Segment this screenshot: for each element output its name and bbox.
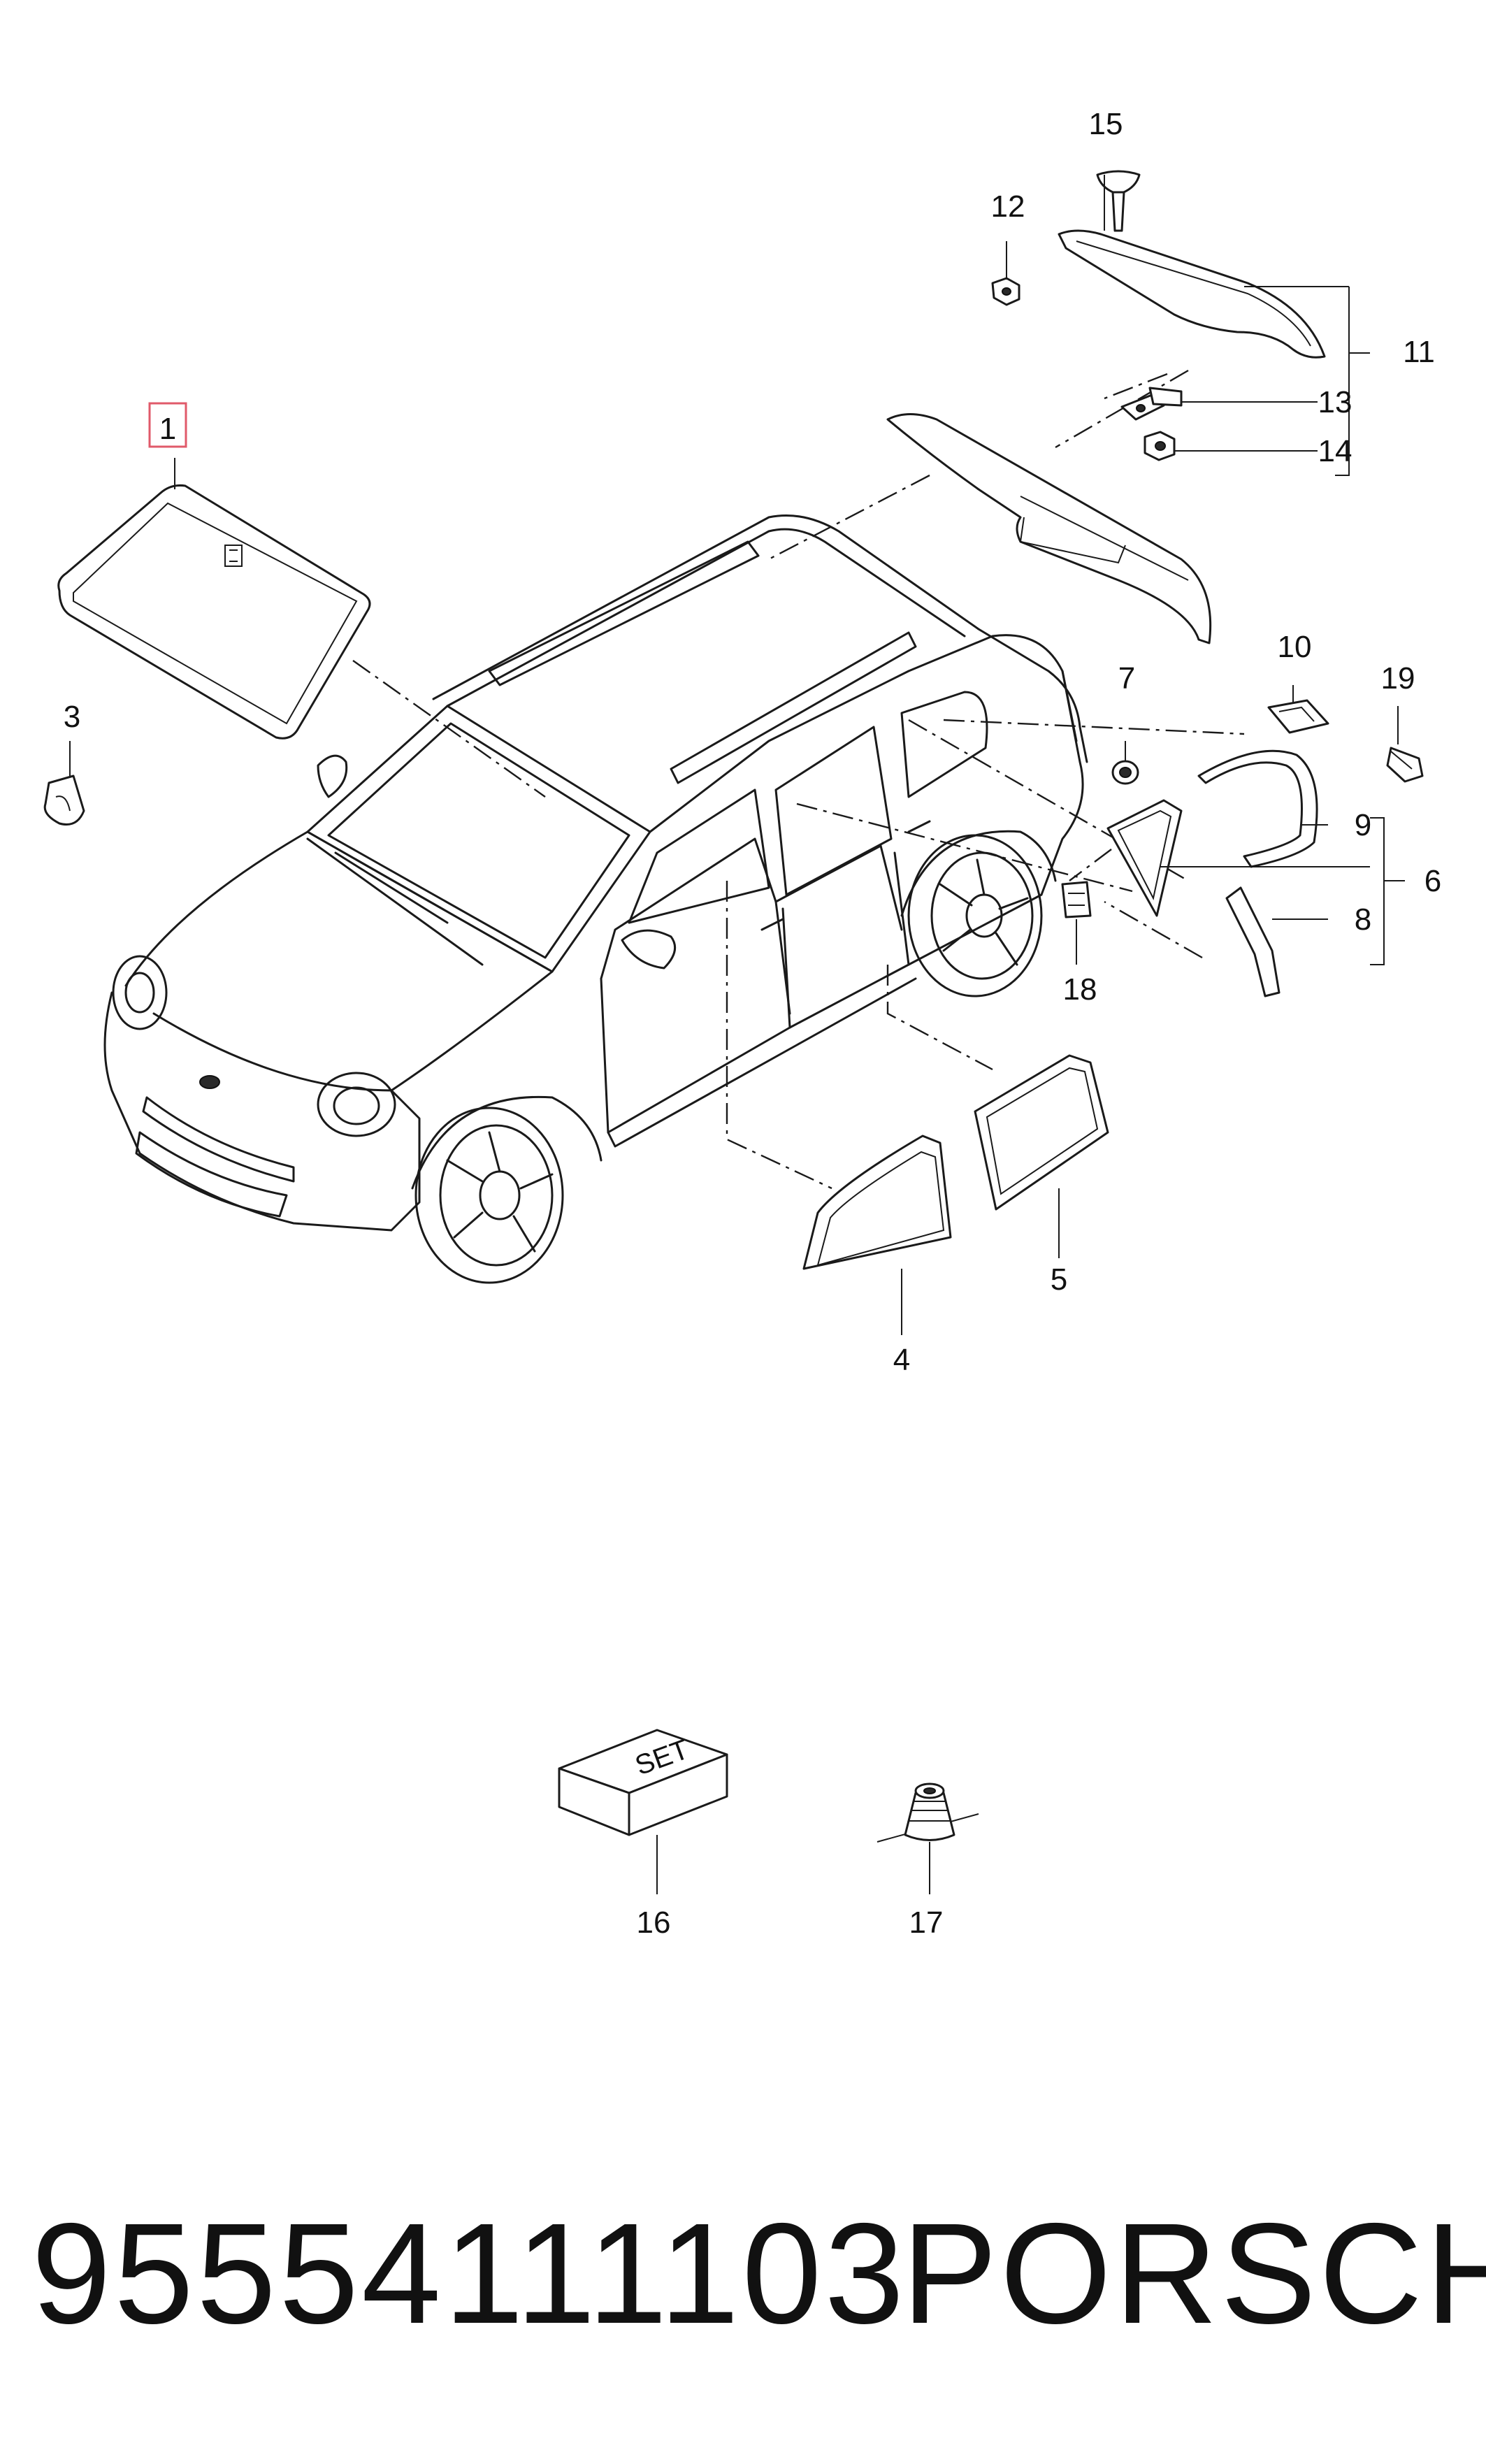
rear-spoiler-part[interactable] [1058, 229, 1326, 359]
callout-10[interactable]: 10 [1278, 630, 1312, 664]
selected-callout-highlight [148, 402, 187, 448]
adhesive-set-part[interactable]: SET [558, 1729, 728, 1894]
hinge-bracket-part[interactable] [1120, 387, 1183, 421]
rear-door-glass-part[interactable] [974, 1054, 1109, 1211]
callout-18[interactable]: 18 [1063, 972, 1097, 1007]
callout-5[interactable]: 5 [1051, 1262, 1067, 1297]
callout-11[interactable]: 11 [1403, 335, 1435, 369]
bracket-part[interactable] [1267, 699, 1329, 734]
assembly-guide-lines [352, 369, 1245, 1190]
callout-8[interactable]: 8 [1355, 902, 1371, 937]
car-body-illustration [103, 514, 1088, 1284]
callout-15[interactable]: 15 [1089, 107, 1123, 141]
rear-window-glass-part[interactable] [886, 413, 1212, 644]
front-door-glass-part[interactable] [802, 1134, 952, 1270]
sealant-nozzle-part[interactable] [877, 1782, 979, 1894]
hex-nut-part[interactable] [991, 277, 1020, 306]
callout-4[interactable]: 4 [893, 1343, 910, 1377]
quarter-glass-part[interactable] [1106, 799, 1183, 917]
rivet-part[interactable] [1096, 170, 1141, 232]
callout-12[interactable]: 12 [991, 189, 1025, 224]
mirror-clip-part[interactable] [43, 774, 85, 826]
callout-6[interactable]: 6 [1424, 864, 1441, 898]
callout-13[interactable]: 13 [1318, 385, 1352, 419]
callout-9[interactable]: 9 [1355, 808, 1371, 842]
callout-17[interactable]: 17 [909, 1905, 944, 1940]
callout-14[interactable]: 14 [1318, 434, 1352, 468]
callout-16[interactable]: 16 [637, 1905, 671, 1940]
flange-nut-part[interactable] [1144, 431, 1176, 461]
callout-7[interactable]: 7 [1118, 661, 1135, 696]
window-seal-part[interactable] [1197, 749, 1318, 868]
callout-1[interactable]: 1 [159, 412, 176, 446]
grommet-part[interactable] [1111, 760, 1139, 785]
part-number-text: 95554111103 [31, 2193, 907, 2354]
screw-part[interactable] [1386, 747, 1424, 783]
brand-name-text: PORSCHE [902, 2193, 1486, 2354]
callout-19[interactable]: 19 [1381, 661, 1415, 696]
callout-3[interactable]: 3 [64, 700, 80, 734]
windshield-glass-part[interactable] [57, 484, 371, 740]
retaining-clip-part[interactable] [1061, 881, 1092, 918]
trim-strip-part[interactable] [1225, 886, 1281, 997]
callout-numbers: 1 3 4 5 6 7 8 9 10 11 12 13 14 15 16 17 … [64, 107, 1441, 1940]
callout-leader-lines [69, 175, 1405, 1335]
